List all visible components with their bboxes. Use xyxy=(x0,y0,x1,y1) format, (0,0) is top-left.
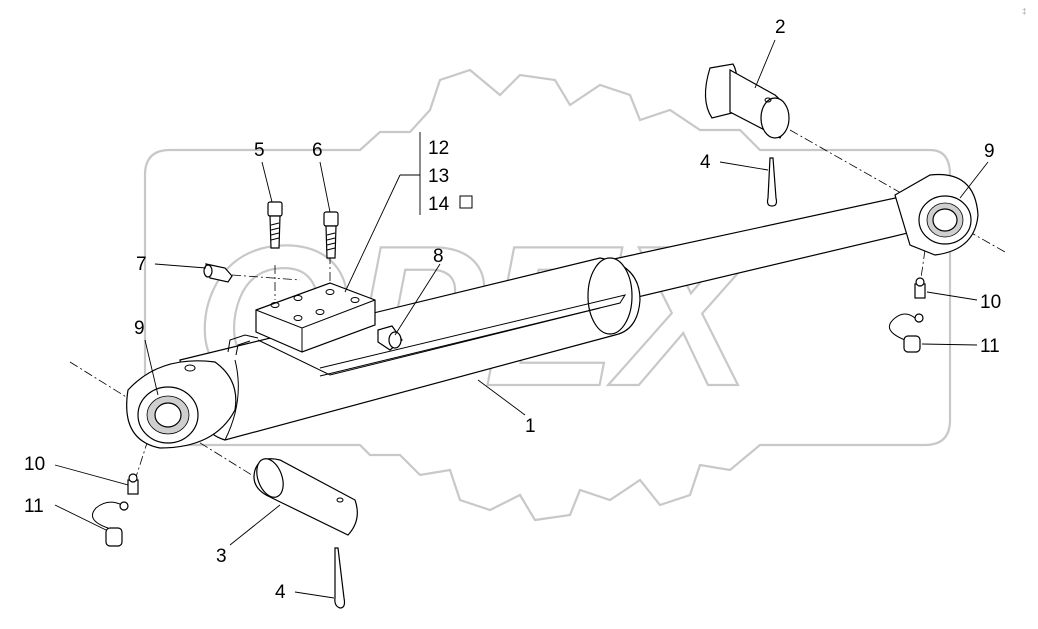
cap-right-ring xyxy=(914,313,924,323)
piston-rod xyxy=(599,173,979,301)
cap-right xyxy=(888,313,924,353)
barrel-tube-line xyxy=(319,294,627,377)
barrel-eye-hole xyxy=(154,402,182,428)
leader-12-14 xyxy=(344,174,401,293)
cap-left-body xyxy=(105,527,123,547)
bolt-5-shank xyxy=(269,215,281,249)
cotter-lower-body xyxy=(334,547,346,609)
fitting-7 xyxy=(203,263,233,283)
pin-2 xyxy=(704,63,790,139)
valve-pipe xyxy=(227,334,259,356)
cylinder-barrel xyxy=(126,257,641,449)
callout-10-left: 10 xyxy=(24,454,45,475)
pin-3-hole xyxy=(336,497,344,503)
bolt-6 xyxy=(323,211,339,259)
block-hole-e xyxy=(293,315,303,321)
callout-5: 5 xyxy=(254,140,265,161)
leader-lines xyxy=(54,39,989,599)
bolt-6-thread xyxy=(326,232,336,251)
pin-2-end xyxy=(760,97,790,139)
callout-11-right: 11 xyxy=(980,336,1000,357)
barrel-rear-ring xyxy=(224,359,239,441)
left-grease-axis xyxy=(134,439,149,481)
corner-mark: ‡ xyxy=(1022,7,1026,16)
fitting7-axis xyxy=(231,274,301,281)
barrel-front-cap xyxy=(587,257,633,335)
nipple-left-ball xyxy=(128,473,138,483)
valve-block-body xyxy=(255,282,376,353)
cap-right-body xyxy=(903,335,921,353)
bolt-5 xyxy=(267,201,283,249)
callout-11-left: 11 xyxy=(24,496,44,517)
grease-nipple-right xyxy=(914,277,926,299)
grease-nipple-left xyxy=(127,473,139,495)
callout-6: 6 xyxy=(312,140,323,161)
callout-9-right: 9 xyxy=(984,141,995,162)
callout-9-left: 9 xyxy=(134,318,145,339)
pipe-line xyxy=(257,307,601,376)
leader-3 xyxy=(229,504,281,546)
nipple-right-ball xyxy=(915,277,925,287)
callout-labels: 5 6 7 8 1 2 3 4 4 9 9 10 10 11 11 12 13 … xyxy=(24,17,1001,603)
callout-10-right: 10 xyxy=(980,292,1001,313)
callout-4-upper: 4 xyxy=(700,152,711,173)
fitting-7-face xyxy=(203,264,213,278)
valve-block-edges xyxy=(255,299,376,352)
leader-7 xyxy=(154,263,207,269)
block-hole-d xyxy=(350,297,360,303)
callout-7: 7 xyxy=(136,254,147,275)
callout-13: 13 xyxy=(428,166,449,187)
callout-4-lower: 4 xyxy=(275,582,286,603)
callout-14-square-icon xyxy=(459,195,473,209)
cap-left xyxy=(92,501,129,547)
valve-block xyxy=(227,282,601,376)
cap-right-strap xyxy=(888,313,916,341)
callout-2: 2 xyxy=(775,17,786,38)
pin-3-end xyxy=(256,458,284,498)
block-hole-f xyxy=(315,309,325,315)
leader-9-right xyxy=(959,161,989,199)
leader-8 xyxy=(394,263,441,336)
fitting-8-face xyxy=(388,331,402,349)
leader-10-left xyxy=(54,464,129,486)
block-hole-c xyxy=(325,289,335,295)
block-hole-b xyxy=(293,295,303,301)
bolt-6-shank xyxy=(325,225,337,259)
cap-left-ring xyxy=(119,501,129,511)
leader-2 xyxy=(754,39,776,89)
leader-11-right xyxy=(921,343,978,346)
callout-3: 3 xyxy=(216,546,227,567)
cotter-upper-body xyxy=(766,157,778,207)
leader-9-left xyxy=(144,339,159,396)
rod-eye-hole xyxy=(932,208,958,232)
pin-3 xyxy=(253,458,358,536)
cap-left-strap xyxy=(92,501,123,529)
leader-1 xyxy=(477,379,526,416)
leader-4-upper xyxy=(719,161,769,171)
callout-12: 12 xyxy=(428,138,449,159)
block-hole-a xyxy=(270,302,280,308)
leader-4-lower xyxy=(294,591,335,599)
cotter-pin-lower xyxy=(334,547,346,609)
callout-8: 8 xyxy=(433,246,444,267)
leader-10-right xyxy=(926,291,978,301)
bolt-5-head xyxy=(267,201,283,217)
cotter-pin-upper xyxy=(766,157,778,207)
bolt-5-thread xyxy=(270,222,280,241)
callout-1: 1 xyxy=(525,416,536,437)
leader-11-left xyxy=(54,504,107,531)
leader-6 xyxy=(319,161,331,213)
callout-14: 14 xyxy=(428,194,450,215)
barrel-top-port xyxy=(184,364,196,372)
fitting-8 xyxy=(377,325,403,351)
leader-5 xyxy=(261,161,273,203)
bolt-6-head xyxy=(323,211,339,227)
pin-2-hole xyxy=(764,97,772,103)
